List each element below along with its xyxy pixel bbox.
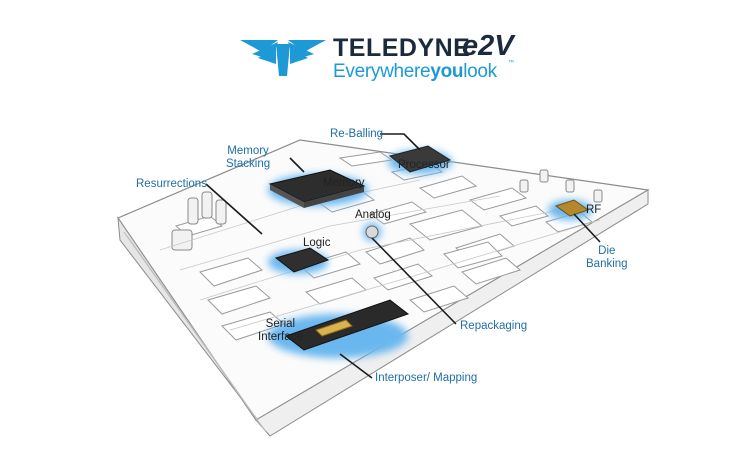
callout-repackaging: Repackaging: [460, 320, 528, 332]
callout-memory-stacking: Memory Stacking: [226, 145, 270, 171]
re-balling-leader: [380, 133, 421, 151]
callout-resurrections: Resurrections: [136, 178, 207, 190]
label-serial-interface: Serial Interface: [258, 318, 303, 344]
label-logic: Logic: [303, 237, 331, 249]
teledyne-logo-icon: [240, 40, 326, 76]
label-rf: RF: [586, 204, 602, 216]
callout-die-banking-line1: Die: [598, 245, 616, 257]
analog-can: [365, 225, 379, 239]
tagline-bold: you: [430, 61, 464, 82]
callout-leaders: [205, 133, 601, 379]
repackaging-leader: [371, 237, 457, 325]
logic-chip: [274, 247, 330, 273]
brand-name: TELEDYNE: [333, 34, 471, 62]
resurrections-leader: [205, 183, 263, 235]
callout-memory-stacking-line2: Stacking: [226, 158, 271, 170]
label-serial-line1: Serial: [265, 318, 296, 330]
memory-stacking-leader: [289, 157, 305, 173]
label-serial-line2: Interface: [258, 331, 303, 343]
tagline-pre: Everywhere: [333, 61, 431, 82]
callout-memory-stacking-line1: Memory: [227, 145, 269, 157]
callout-die-banking: Die Banking: [586, 245, 628, 271]
die-banking-leader: [573, 213, 601, 243]
label-analog: Analog: [355, 209, 391, 221]
callout-re-balling: Re-Balling: [330, 128, 384, 140]
rf-chip: [554, 199, 590, 217]
tagline-post: look: [463, 61, 497, 82]
callout-interposer-mapping: Interposer/ Mapping: [375, 372, 478, 384]
interposer-leader: [339, 353, 373, 379]
trademark-mark: ™: [508, 60, 514, 66]
brand-tagline: Everywhereyoulook: [333, 61, 497, 83]
callout-die-banking-line2: Banking: [586, 258, 628, 270]
processor-chip: [388, 145, 452, 173]
label-processor: Processor: [398, 159, 450, 171]
brand-mark: e2V: [462, 30, 514, 62]
label-memory: Memory: [323, 177, 365, 189]
